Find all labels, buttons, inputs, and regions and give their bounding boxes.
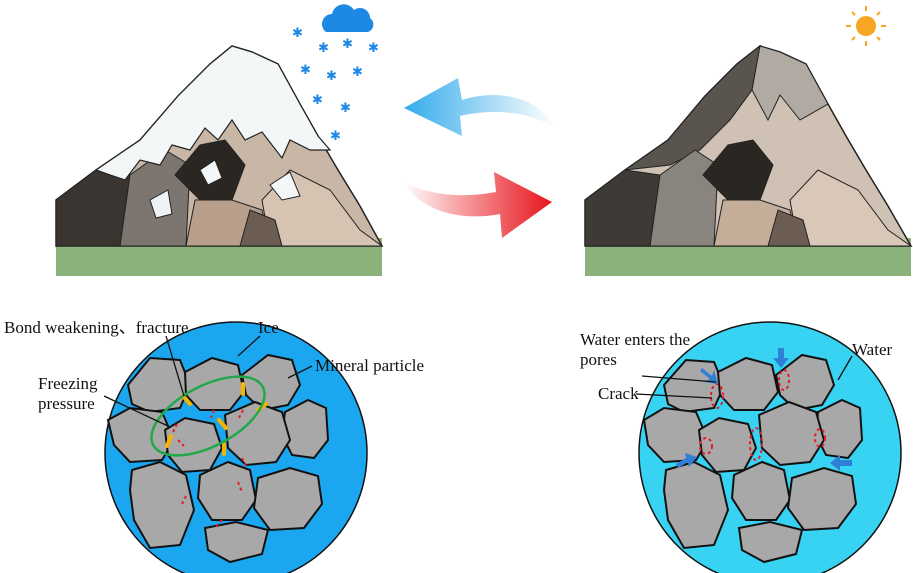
snow-streak-1 <box>199 159 223 186</box>
ice-label: Ice <box>258 318 279 337</box>
mineral-particle <box>183 356 246 411</box>
mineral-particle <box>128 460 196 550</box>
ice-circle <box>104 321 368 573</box>
freeze-arrow <box>404 78 556 136</box>
snowy-mountain <box>55 45 384 276</box>
rock-face-right <box>789 169 913 247</box>
water-arrow <box>830 455 852 471</box>
snowflake-icon: ✱ <box>312 93 323 108</box>
snowflake-icon: ✱ <box>352 65 363 80</box>
snowflake-icon: ✱ <box>326 69 337 84</box>
water-arrow <box>676 453 697 468</box>
mineral-particle <box>662 358 726 414</box>
water-circle <box>638 321 902 573</box>
snow-cap <box>94 45 332 181</box>
snowflake-icon: ✱ <box>330 129 341 144</box>
freezing-pressure-label-line1: Freezing <box>38 374 98 393</box>
water-enters-label-line2: pores <box>580 350 617 369</box>
rock-face-dark <box>55 169 131 247</box>
mineral-particle <box>662 460 730 550</box>
crack-marks <box>699 369 826 461</box>
mineral-particle <box>203 520 270 564</box>
snowflake-icon: ✱ <box>340 101 351 116</box>
snowflake-icon: ✱ <box>292 26 303 41</box>
mineral-particles <box>642 353 864 564</box>
rock-face-dark-2 <box>767 209 811 247</box>
mineral-particle <box>757 400 826 467</box>
water-label: Water <box>852 340 893 359</box>
water-enters-label-line1: Water enters the <box>580 330 691 349</box>
rock-face-mid <box>649 149 719 247</box>
mineral-particle <box>697 416 758 474</box>
sun-icon <box>846 6 886 46</box>
mineral-particle <box>163 416 224 474</box>
mineral-particle <box>774 353 836 412</box>
snowflake-icon: ✱ <box>300 63 311 78</box>
snowflake-icon: ✱ <box>368 41 379 56</box>
crack-marks <box>172 409 247 527</box>
snow-streak-2 <box>269 171 301 201</box>
freezing-zone-ellipse <box>150 375 266 457</box>
mineral-particle <box>223 400 292 467</box>
snowflake-icon: ✱ <box>318 41 329 56</box>
mineral-particle-label: Mineral particle <box>315 356 425 375</box>
snowflake-icon: ✱ <box>342 37 353 52</box>
water-inflow-arrows <box>676 348 852 471</box>
snowflakes: ✱ ✱ ✱ ✱ ✱ ✱ ✱ ✱ ✱ ✱ <box>292 26 379 144</box>
mineral-particle <box>737 520 804 564</box>
rock-face-light <box>751 45 829 122</box>
freezing-pressure-label-line2: pressure <box>38 394 95 413</box>
water-arrow <box>773 348 789 368</box>
crack-label: Crack <box>598 384 639 403</box>
leader-lines-left <box>103 335 313 427</box>
mineral-particles <box>106 353 330 564</box>
cloud-icon <box>321 4 374 32</box>
leader-lines-right <box>635 355 853 399</box>
thaw-arrow <box>404 172 552 238</box>
mineral-particle <box>240 353 302 412</box>
thawed-mountain <box>584 44 913 276</box>
snow-streak-3 <box>149 189 173 219</box>
mineral-particle <box>196 460 258 521</box>
rock-face-dark <box>584 169 661 247</box>
rock-face-dark-2 <box>239 209 283 247</box>
bond-weakening-label: Bond weakening、fracture <box>4 318 189 337</box>
mineral-particle <box>730 460 792 521</box>
water-arrow <box>700 368 718 384</box>
mineral-particle <box>786 466 858 532</box>
mineral-particle <box>814 398 864 460</box>
mineral-particle <box>252 466 324 532</box>
